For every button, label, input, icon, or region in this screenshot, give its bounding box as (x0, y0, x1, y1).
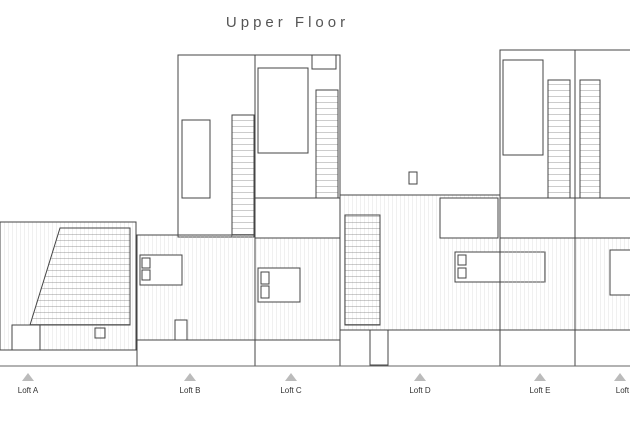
bed (257, 267, 301, 303)
loft-f-label: Loft F (615, 386, 630, 395)
bed (609, 249, 630, 296)
loft-c-label: Loft C (280, 386, 302, 395)
loft-d-label: Loft D (409, 386, 431, 395)
plan-title: Upper Floor (225, 14, 350, 31)
staircase (344, 214, 381, 326)
loft-a-label: Loft A (17, 386, 39, 395)
staircase (315, 89, 339, 201)
loft-e-marker-icon (534, 373, 546, 381)
loft-d-marker-icon (414, 373, 426, 381)
loft-a-marker-icon (22, 373, 34, 381)
loft-f-plan (574, 49, 630, 367)
staircase (579, 79, 601, 199)
loft-b-plan (136, 54, 256, 367)
loft-a-plan (0, 221, 137, 351)
bathroom (439, 197, 499, 239)
loft-c-plan (254, 54, 341, 367)
bathroom (499, 197, 576, 239)
loft-e-plan (499, 49, 576, 367)
staircase (231, 114, 255, 238)
loft-c-marker-icon (285, 373, 297, 381)
loft-f-marker-icon (614, 373, 626, 381)
loft-e-label: Loft E (529, 386, 551, 395)
bathroom (574, 197, 630, 239)
bathroom (254, 197, 341, 239)
loft-b-marker-icon (184, 373, 196, 381)
staircase (29, 227, 131, 326)
loft-b-label: Loft B (179, 386, 201, 395)
staircase (547, 79, 571, 199)
